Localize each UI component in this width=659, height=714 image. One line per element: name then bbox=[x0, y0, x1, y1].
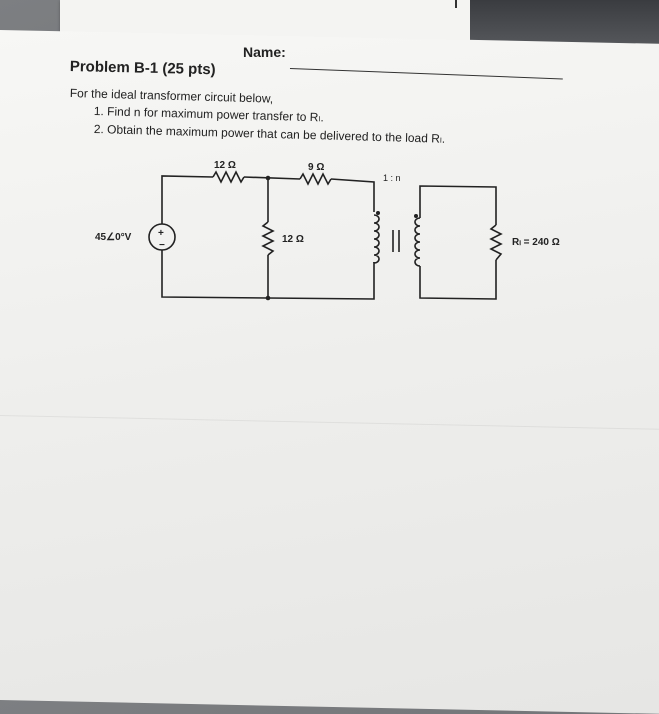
r1-label: 12 Ω bbox=[214, 160, 236, 171]
wire-secondary-top bbox=[419, 185, 497, 225]
r3-label: 12 Ω bbox=[282, 234, 304, 245]
wire-top-left bbox=[161, 175, 214, 225]
node-bottom bbox=[265, 295, 271, 301]
voltage-source bbox=[148, 223, 176, 251]
wire-top-right bbox=[330, 178, 375, 212]
wire-top-mid bbox=[243, 176, 301, 180]
resistor-load bbox=[489, 224, 503, 261]
wire-secondary-bottom bbox=[419, 260, 497, 300]
source-label: 45∠0°V bbox=[95, 232, 132, 243]
resistor-12-series bbox=[212, 170, 245, 184]
primary-coil bbox=[373, 214, 380, 264]
secondary-coil bbox=[414, 217, 421, 267]
source-plus-sign: + bbox=[158, 228, 164, 239]
node-top bbox=[265, 175, 271, 181]
resistor-9-series bbox=[299, 172, 332, 186]
resistor-12-shunt bbox=[261, 221, 275, 256]
load-label: Rₗ = 240 Ω bbox=[512, 237, 560, 248]
source-minus-sign: − bbox=[159, 240, 165, 251]
underlying-sheet-mark bbox=[455, 0, 457, 8]
background-corner bbox=[470, 0, 659, 45]
secondary-dot bbox=[414, 214, 418, 218]
r2-label: 9 Ω bbox=[308, 162, 324, 173]
primary-dot bbox=[376, 211, 380, 215]
name-label: Name: bbox=[243, 44, 286, 60]
turns-ratio-label: 1 : n bbox=[383, 173, 401, 183]
